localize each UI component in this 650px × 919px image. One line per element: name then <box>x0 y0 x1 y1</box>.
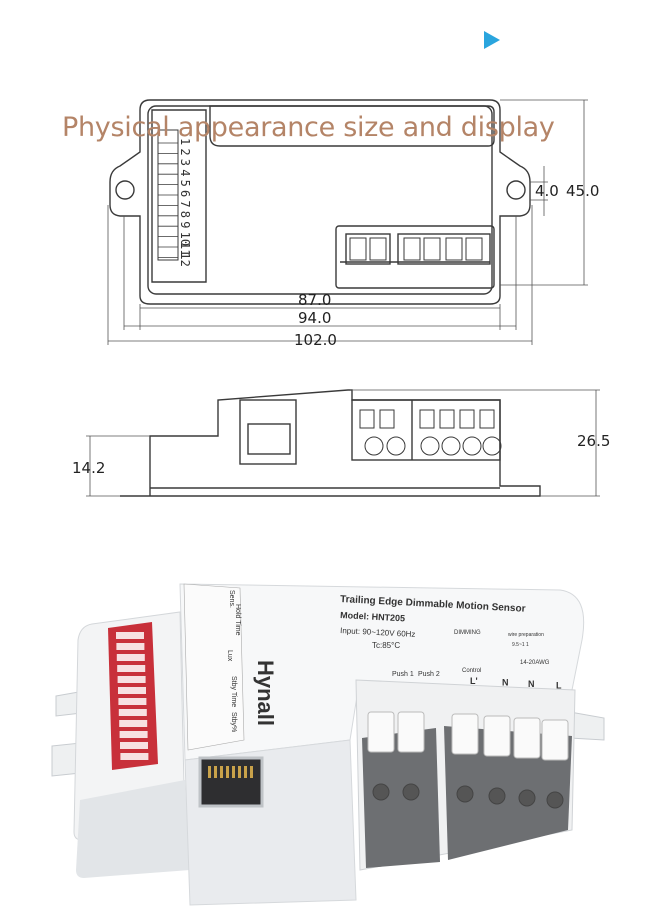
terminal-label: N <box>528 679 535 689</box>
photo-dip-switch <box>118 687 146 694</box>
rj45-pin <box>226 766 229 778</box>
rj45-pin <box>214 766 217 778</box>
dim-tab: 4.0 <box>535 182 559 200</box>
product-model: Model: HNT205 <box>340 610 405 623</box>
terminal-lever <box>541 719 569 761</box>
terminal-lever <box>513 717 541 759</box>
terminal-screw <box>402 783 420 801</box>
photo-dip-switch <box>116 654 145 661</box>
product-input: Input: 90~120V 60Hz <box>340 626 416 639</box>
terminal-screw <box>372 783 390 801</box>
tc-rating: Tc:85°C <box>372 641 400 650</box>
push1-label: Push 1 <box>392 671 414 678</box>
dip-number: 11 <box>178 242 192 256</box>
photo-dip-switch <box>117 676 146 683</box>
terminal-screw <box>488 787 506 805</box>
rj45-pin <box>220 766 223 778</box>
wire-prep-label: wire preparation <box>508 632 544 638</box>
terminal-screw <box>546 791 564 809</box>
photo-dip-switch <box>120 742 148 749</box>
photo-dip-switch <box>116 643 145 650</box>
dim-side-low: 14.2 <box>72 459 105 477</box>
table-header: Stby% <box>230 712 237 732</box>
page-heading: Physical appearance size and display <box>62 112 555 143</box>
push2-label: Push 2 <box>418 671 440 678</box>
dip-number: 2 <box>178 148 192 155</box>
dip-number: 7 <box>178 200 192 207</box>
control-label: Control <box>462 668 481 674</box>
terminal-labels: L' N N L <box>470 676 562 691</box>
terminal-label: L' <box>470 676 478 686</box>
terminal-slots <box>349 237 483 261</box>
dimming-label: DIMMING <box>454 630 481 636</box>
rj45-pin <box>208 766 211 778</box>
dip-number: 8 <box>178 211 192 218</box>
rj45-pin <box>250 766 253 778</box>
side-dimensions <box>86 389 600 497</box>
photo-terminal-levers <box>367 711 569 809</box>
photo-dip-switch <box>118 709 147 716</box>
side-view-outline <box>120 389 541 497</box>
dim-width-mid: 94.0 <box>298 309 331 327</box>
terminal-screw <box>518 789 536 807</box>
dip-number: 12 <box>178 252 192 266</box>
terminal-lever <box>483 715 511 757</box>
photo-dip-switch <box>119 720 148 727</box>
dim-height: 45.0 <box>566 182 599 200</box>
terminal-lever <box>451 713 479 755</box>
photo-dip-switch <box>116 632 144 639</box>
product-photo <box>51 583 605 906</box>
brand-logo: Hynall <box>253 660 278 726</box>
photo-dip-switch <box>119 731 148 738</box>
height-dimensions <box>500 99 588 286</box>
terminal-lever <box>397 711 425 753</box>
dip-number: 5 <box>178 180 192 187</box>
dim-width-inner: 87.0 <box>298 291 331 309</box>
dip-number: 1 <box>178 138 192 145</box>
table-header: Hold Time <box>234 604 241 636</box>
dip-rows <box>158 142 178 258</box>
terminal-label: L <box>556 681 562 691</box>
dip-number: 9 <box>178 221 192 228</box>
play-marker-icon <box>484 31 500 49</box>
terminal-label: N <box>502 678 509 688</box>
width-dimensions <box>107 205 533 345</box>
dip-number: 3 <box>178 159 192 166</box>
rj45-pins <box>208 766 253 778</box>
photo-dip-switch <box>120 753 149 760</box>
awg-label: 14-20AWG <box>520 660 550 666</box>
table-header: Stby Time <box>230 676 237 707</box>
rj45-pin <box>238 766 241 778</box>
wire-range-label: 9.5~1 1 <box>512 642 529 648</box>
dim-width-outer: 102.0 <box>294 331 337 349</box>
photo-dip-switches <box>116 632 149 760</box>
photo-dip-switch <box>117 665 146 672</box>
terminal-screw <box>456 785 474 803</box>
terminal-lever <box>367 711 395 753</box>
dip-number: 6 <box>178 190 192 197</box>
photo-dip-switch <box>118 698 147 705</box>
rj45-pin <box>232 766 235 778</box>
dip-number: 10 <box>178 232 192 246</box>
table-header: Lux <box>226 650 233 662</box>
dip-number: 4 <box>178 169 192 176</box>
top-view-outline <box>109 99 531 305</box>
dim-side-height: 26.5 <box>577 432 610 450</box>
rj45-pin <box>244 766 247 778</box>
table-header: Sens. <box>228 590 235 608</box>
side-terminal-tops <box>359 409 502 456</box>
